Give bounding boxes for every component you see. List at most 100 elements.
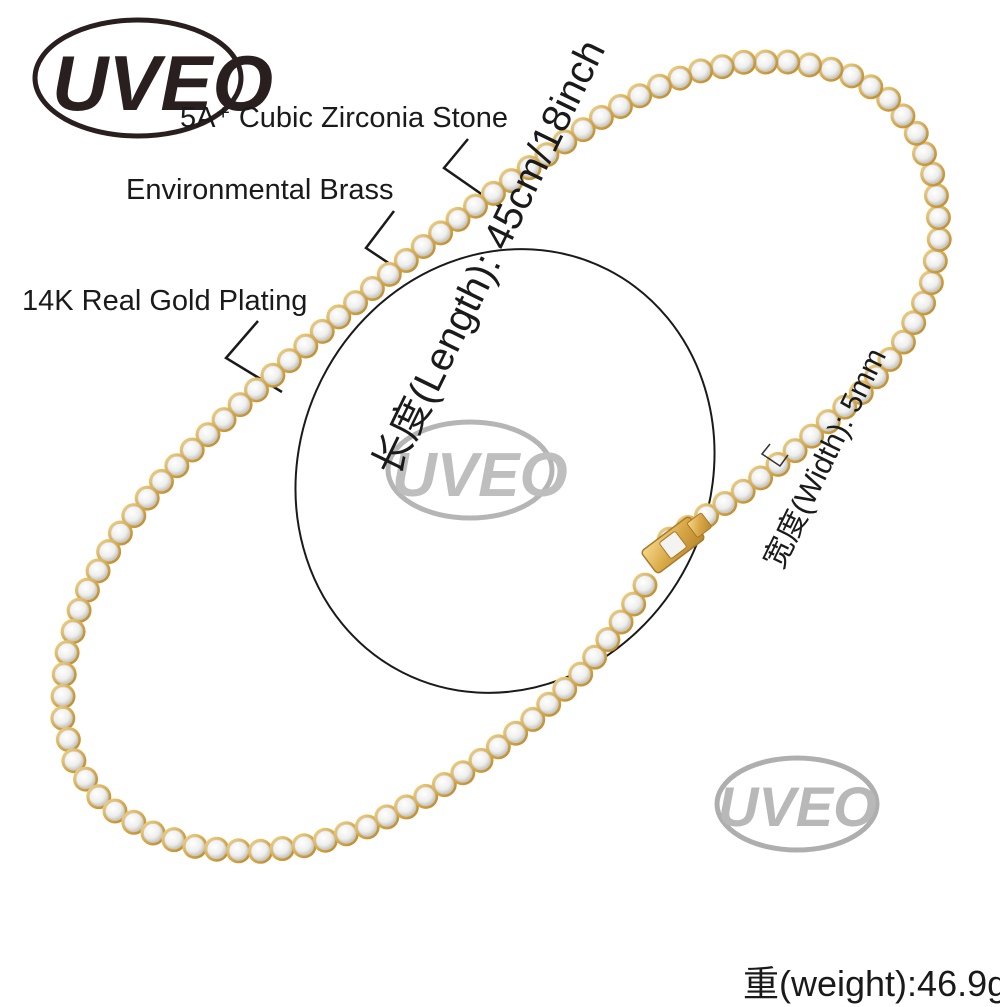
cz-stone xyxy=(733,52,754,73)
cz-stone xyxy=(669,68,690,88)
cz-stone xyxy=(536,144,557,165)
cz-stone xyxy=(164,829,184,850)
cz-stone xyxy=(262,365,283,386)
cz-stone xyxy=(413,236,434,257)
cz-stone xyxy=(123,812,144,833)
cz-stone xyxy=(878,89,899,110)
cz-stone xyxy=(554,131,575,152)
cz-stone xyxy=(635,575,655,595)
cz-stone xyxy=(906,123,927,144)
cz-stone xyxy=(184,836,205,857)
cz-stone xyxy=(841,65,862,86)
cz-stone xyxy=(501,170,522,191)
cz-stone xyxy=(801,426,822,446)
cz-stone xyxy=(554,679,575,700)
cz-stone xyxy=(488,736,509,757)
cz-stone xyxy=(336,823,357,844)
cz-stone xyxy=(818,411,839,432)
cz-stone xyxy=(649,76,670,97)
cz-stone xyxy=(926,185,947,206)
cz-stone xyxy=(143,823,163,843)
cz-stone xyxy=(570,664,591,684)
cz-stone xyxy=(750,467,771,488)
cz-stone xyxy=(914,143,935,164)
cz-stone xyxy=(921,272,942,293)
cz-stone xyxy=(483,183,504,204)
cz-stone xyxy=(53,686,73,707)
cz-stone xyxy=(110,523,131,543)
cz-stone xyxy=(54,664,75,685)
cz-stone xyxy=(228,840,249,861)
cz-stone xyxy=(434,774,455,795)
brand-logo: UVEO xyxy=(32,17,273,139)
cz-stone xyxy=(799,54,820,75)
length-oval xyxy=(294,248,716,694)
cz-stone xyxy=(376,806,397,827)
watermark-text: UVEO xyxy=(392,441,568,510)
cz-stone xyxy=(597,629,618,650)
cz-stone xyxy=(860,76,881,97)
cz-stone xyxy=(379,264,400,285)
cz-stone xyxy=(312,321,333,342)
cz-stone xyxy=(77,580,98,601)
cz-stone xyxy=(452,762,473,783)
cz-stone xyxy=(471,750,491,771)
box-clasp xyxy=(641,512,712,574)
cz-stone xyxy=(922,164,943,184)
cz-stone xyxy=(98,541,119,562)
cz-stone xyxy=(151,471,172,492)
cz-stone xyxy=(505,723,526,744)
cz-stone xyxy=(75,769,96,789)
cz-stone xyxy=(272,838,293,859)
cz-stone xyxy=(294,835,314,856)
cz-stone xyxy=(69,600,89,621)
cz-stone xyxy=(88,786,109,807)
cz-stone xyxy=(137,488,158,509)
cz-stone xyxy=(893,332,914,352)
cz-stone xyxy=(465,196,486,217)
cz-stone xyxy=(733,481,754,502)
cz-stone xyxy=(584,647,605,668)
cz-stone xyxy=(610,96,631,117)
cz-stone xyxy=(834,397,855,418)
cz-stone xyxy=(182,440,203,460)
cz-stone xyxy=(928,207,949,228)
cz-stone xyxy=(57,642,77,663)
cz-stone xyxy=(88,560,108,581)
watermark-text: UVEO xyxy=(718,775,877,838)
cz-stone xyxy=(198,424,218,445)
cz-stone xyxy=(777,52,798,72)
cz-stone xyxy=(279,350,300,371)
cz-stone xyxy=(522,709,543,730)
cz-stone xyxy=(246,379,267,400)
cz-stone xyxy=(166,455,187,476)
width-marker xyxy=(760,443,789,468)
cz-stone xyxy=(623,594,644,614)
cz-stone xyxy=(396,797,417,817)
cz-stone xyxy=(415,786,436,807)
cz-stone xyxy=(893,106,913,126)
cz-stone xyxy=(123,505,144,526)
cz-stone xyxy=(591,107,612,128)
cz-stone xyxy=(611,612,631,632)
watermark-center: UVEO xyxy=(385,419,568,521)
cz-stone xyxy=(755,52,776,72)
watermark-bottom-right: UVEO xyxy=(714,755,880,853)
cz-stone xyxy=(250,841,271,862)
cz-stone xyxy=(929,229,950,250)
cz-stone xyxy=(295,336,316,356)
cz-stone xyxy=(362,278,383,299)
cz-stone xyxy=(206,839,227,860)
cz-stone xyxy=(903,312,924,333)
cz-stone xyxy=(63,750,84,771)
cz-stone xyxy=(880,349,900,370)
cz-stone xyxy=(105,801,125,821)
cz-stone xyxy=(519,157,540,178)
stone-label: 5A⁺ Cubic Zirconia Stone xyxy=(180,102,509,134)
cz-stone xyxy=(690,60,711,81)
cz-stone xyxy=(714,493,735,514)
cz-stone xyxy=(328,306,349,327)
cz-stone xyxy=(851,382,872,403)
tennis-necklace xyxy=(50,49,952,864)
